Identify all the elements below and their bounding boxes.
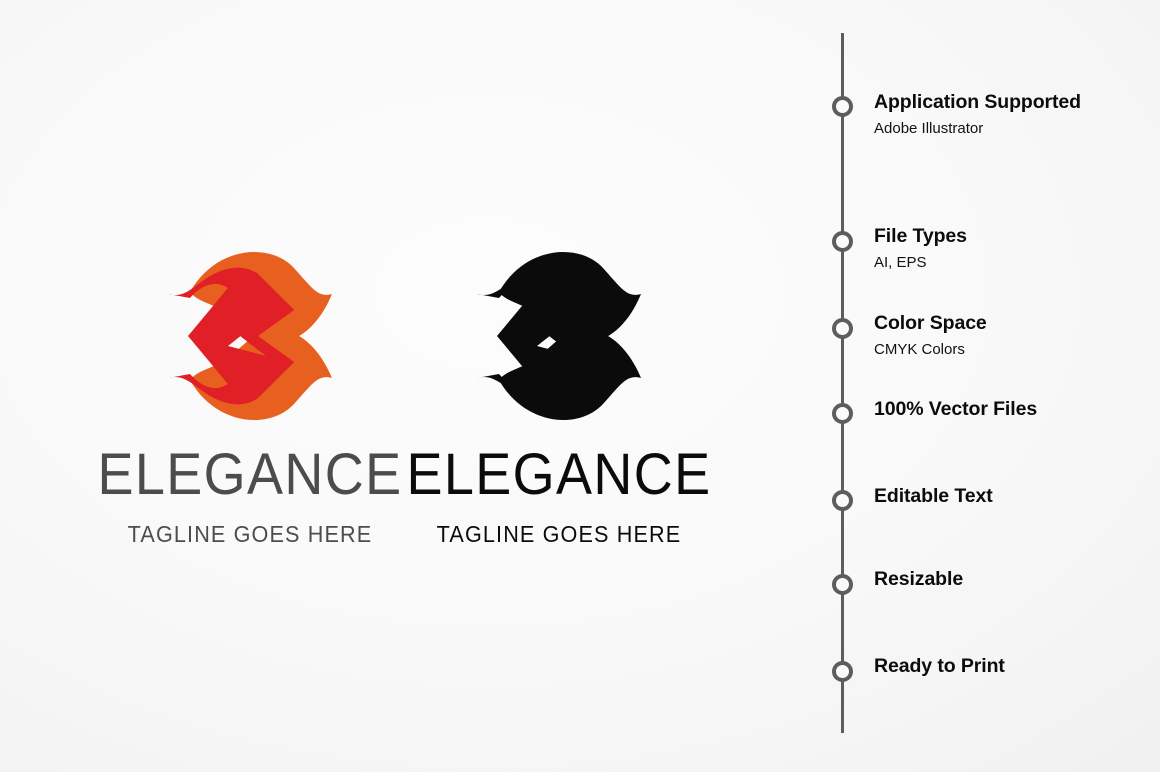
timeline-dot-icon (832, 574, 853, 595)
timeline-item-text: Editable Text (874, 485, 1160, 507)
timeline-dot-icon (832, 490, 853, 511)
timeline-item-text: Color Space CMYK Colors (874, 312, 1160, 359)
timeline-item-text: Ready to Print (874, 655, 1160, 677)
elegance-logo-mark-black-icon (376, 244, 742, 428)
timeline-item-subtitle: Adobe Illustrator (874, 120, 984, 138)
tagline-text: TAGLINE GOES HERE (127, 521, 373, 547)
timeline-item-subtitle: CMYK Colors (874, 341, 965, 359)
logo-lockup-black: ELEGANCE TAGLINE GOES HERE (376, 244, 742, 546)
elegance-logo-mark-color-icon (62, 244, 438, 428)
timeline-axis-line (841, 33, 844, 733)
timeline-item-title: Editable Text (874, 485, 993, 507)
tagline-text-black: TAGLINE GOES HERE (436, 521, 682, 547)
timeline-item-title: Resizable (874, 568, 964, 590)
timeline-item-title: Color Space (874, 312, 987, 334)
logo-mark-svg-black (477, 251, 641, 421)
timeline-item-subtitle: AI, EPS (874, 254, 927, 272)
timeline-item-title: 100% Vector Files (874, 398, 1038, 420)
timeline-item-text: File Types AI, EPS (874, 225, 1160, 272)
logo-showcase: ELEGANCE TAGLINE GOES HERE ELEGANCE TAGL… (62, 244, 742, 546)
timeline-dot-icon (832, 318, 853, 339)
timeline-dot-icon (832, 231, 853, 252)
timeline-dot-icon (832, 96, 853, 117)
timeline-item-title: Ready to Print (874, 655, 1005, 677)
timeline-dot-icon (832, 661, 853, 682)
feature-timeline: Application Supported Adobe Illustrator … (812, 0, 1160, 772)
timeline-dot-icon (832, 403, 853, 424)
timeline-item-title: Application Supported (874, 91, 1081, 113)
wordmark-text-black: ELEGANCE (406, 442, 712, 507)
timeline-item-text: Application Supported Adobe Illustrator (874, 91, 1160, 138)
wordmark-text: ELEGANCE (97, 442, 403, 507)
timeline-item-text: Resizable (874, 568, 1160, 590)
timeline-item-text: 100% Vector Files (874, 398, 1160, 420)
logo-chevron-black (477, 267, 603, 405)
timeline-item-title: File Types (874, 225, 967, 247)
logo-lockup-color: ELEGANCE TAGLINE GOES HERE (62, 244, 438, 546)
logo-mark-svg (168, 251, 332, 421)
